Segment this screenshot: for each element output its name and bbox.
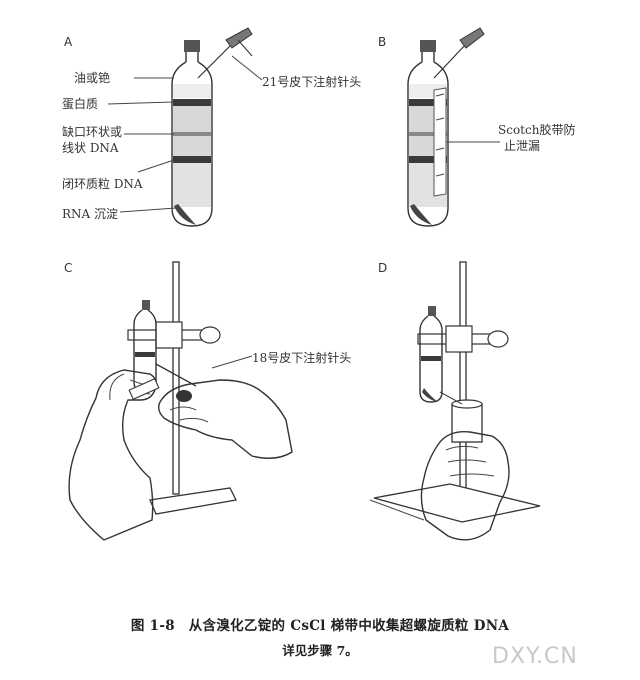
tube-cap-b [420,40,436,52]
scotch-tape [433,87,447,197]
figure-caption-sub: 详见步骤 7。 [282,643,358,658]
stand-rod-d [459,261,467,499]
plasmid-band-b [409,156,447,163]
panel-d: D [369,261,541,541]
protein-band-b [409,99,447,106]
figure-caption: 图 1-8 从含溴化乙锭的 CsCl 梯带中收集超螺旋质粒 DNA [130,618,510,634]
centrifuge-tube-b [407,61,449,227]
centrifuge-tube-d [419,315,443,403]
clamp-d [417,325,509,353]
label-scotch-1: Scotch胶带防 [498,122,575,137]
leader-needle18 [211,355,253,369]
oil-layer [173,84,211,98]
figure-illustration: A 油或铯 蛋白质 缺口 [62,27,575,541]
gradient-lower [173,163,211,207]
centrifuge-tube-a [171,61,213,227]
rna-pellet [174,204,196,225]
panel-c: C 18号皮下注射针头 [64,261,351,541]
glove-right [157,379,293,459]
panel-a: A 油或铯 蛋白质 缺口 [62,27,361,227]
label-scotch-2: 止泄漏 [504,139,540,153]
needle-21-b [433,27,485,79]
leader-plasmid [137,159,175,173]
label-nicked-1: 缺口环状或 [62,124,122,139]
tube-cap [184,40,200,52]
tube-neck-b [421,52,435,62]
watermark: DXY.CN [492,644,578,669]
glove-d [420,431,510,541]
label-needle18: 18号皮下注射针头 [252,350,351,365]
glove-left [68,369,157,541]
tube-neck [185,52,199,62]
needle-21-a [197,27,253,79]
leader-protein [107,101,175,105]
panel-label-c: C [64,261,72,275]
label-rna: RNA 沉淀 [62,207,118,221]
plasmid-band [173,156,211,163]
label-nicked-2: 线状 DNA [62,141,119,155]
label-plasmid: 闭环质粒 DNA [62,176,143,191]
gradient-middle [173,136,211,156]
label-needle21: 21号皮下注射针头 [262,74,361,89]
protein-band [173,99,211,106]
gradient-upper [173,106,211,132]
stand-rod-c [172,261,180,495]
panel-label-b: B [378,35,386,49]
leader-needle21 [231,55,263,81]
collection-tube [451,403,483,443]
needle-18 [155,363,197,387]
panel-label-d: D [378,261,387,275]
clamp-c [127,321,221,349]
label-oil: 油或铯 [74,70,110,85]
leader-rna [119,207,177,213]
label-protein: 蛋白质 [62,96,98,111]
stand-base-c [149,487,237,515]
panel-b: B Scotch胶带防 止泄漏 [378,27,575,227]
panel-label-a: A [64,35,73,49]
nicked-dna-band [173,132,211,136]
stand-base-d [373,483,541,523]
needle-d [439,391,463,405]
syringe-c [128,378,160,400]
